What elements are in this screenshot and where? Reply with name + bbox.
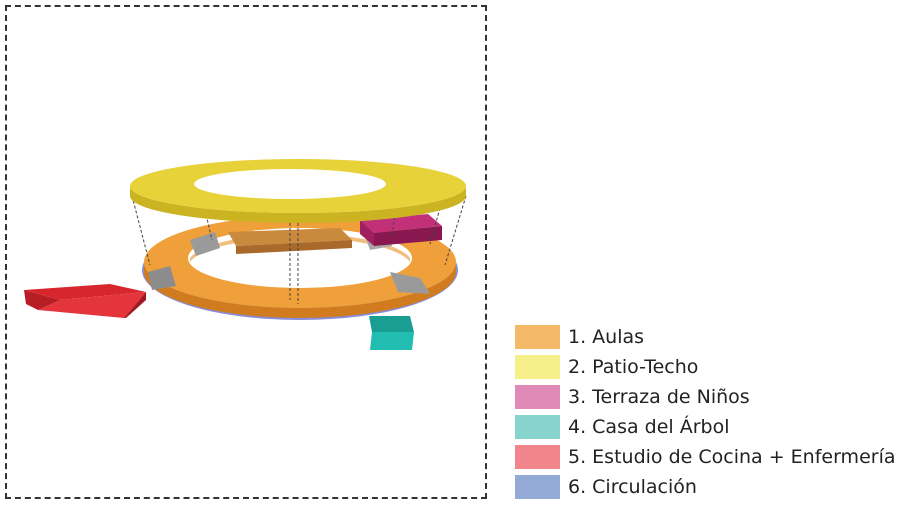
legend-label-estudio-cocina: 5. Estudio de Cocina + Enfermería [568, 446, 896, 468]
casa-arbol-block [369, 316, 414, 350]
diagram-frame [5, 5, 487, 499]
legend-label-aulas: 1. Aulas [568, 326, 645, 348]
legend-swatch-casa-arbol [515, 415, 560, 439]
legend-label-circulacion: 6. Circulación [568, 476, 697, 498]
patio-techo-ring [130, 159, 466, 223]
legend-label-terraza-ninos: 3. Terraza de Niños [568, 386, 750, 408]
legend-swatch-estudio-cocina [515, 445, 560, 469]
legend-swatch-terraza-ninos [515, 385, 560, 409]
legend-swatch-circulacion [515, 475, 560, 499]
legend-swatch-patio-techo [515, 355, 560, 379]
axonometric-diagram [24, 159, 467, 350]
aulas-back-block [228, 228, 352, 254]
estudio-cocina-block [24, 284, 146, 318]
legend-swatch-aulas [515, 325, 560, 349]
legend-label-casa-arbol: 4. Casa del Árbol [568, 416, 730, 438]
legend-label-patio-techo: 2. Patio-Techo [568, 356, 699, 378]
